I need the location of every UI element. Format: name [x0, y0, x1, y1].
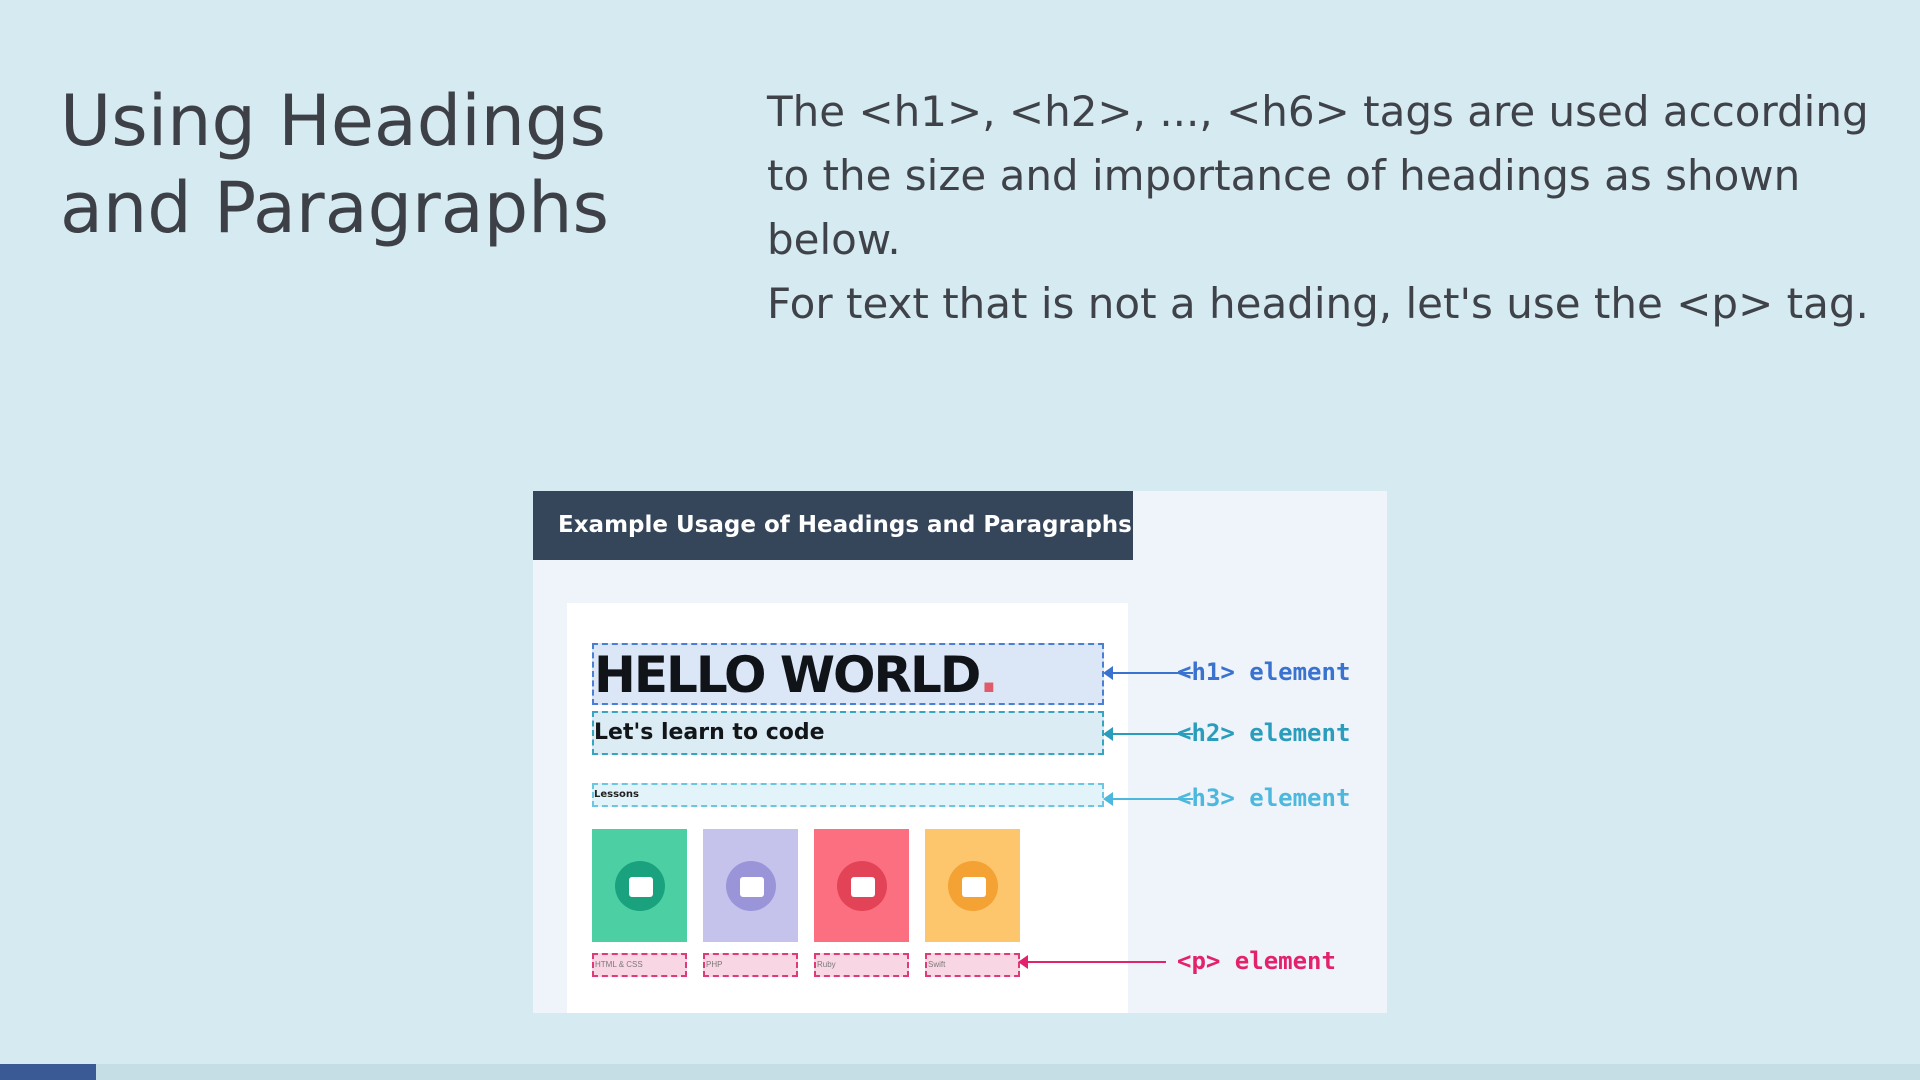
- h1-example-text: HELLO WORLD.: [594, 646, 998, 704]
- body-paragraph-p-tag: For text that is not a heading, let's us…: [767, 279, 1869, 328]
- slide-progress-bar: [0, 1064, 1920, 1080]
- p-arrow-head-icon: [1018, 955, 1028, 969]
- lesson-label-html-css: HTML & CSS: [592, 953, 687, 977]
- h2-annotation: <h2> element: [1177, 719, 1351, 747]
- example-figure: Example Usage of Headings and Paragraphs…: [533, 491, 1387, 1013]
- lesson-card-php: [703, 829, 798, 942]
- h3-arrow-line: [1111, 798, 1193, 800]
- lesson-card-swift: [925, 829, 1020, 942]
- lesson-icon-ruby: [837, 861, 887, 911]
- slide-progress-fill: [0, 1064, 96, 1080]
- browser-window-icon: [740, 877, 764, 897]
- slide-title: Using Headings and Paragraphs: [60, 80, 609, 249]
- browser-window-icon: [851, 877, 875, 897]
- lesson-label-ruby: Ruby: [814, 953, 909, 977]
- h2-example-text: Let's learn to code: [594, 720, 825, 745]
- body-paragraph-headings: The <h1>, <h2>, ..., <h6> tags are used …: [767, 87, 1869, 264]
- h1-text: HELLO WORLD: [594, 646, 981, 704]
- h1-annotation: <h1> element: [1177, 658, 1351, 686]
- h3-annotation: <h3> element: [1177, 784, 1351, 812]
- h3-example-text: Lessons: [594, 789, 639, 800]
- p-annotation: <p> element: [1177, 947, 1336, 975]
- h2-arrow-line: [1111, 733, 1193, 735]
- lesson-card-ruby: [814, 829, 909, 942]
- slide-body: The <h1>, <h2>, ..., <h6> tags are used …: [767, 80, 1877, 336]
- h3-box: Lessons: [592, 783, 1104, 807]
- h1-box: HELLO WORLD.: [592, 643, 1104, 705]
- h2-arrow-head-icon: [1103, 727, 1113, 741]
- h3-arrow-head-icon: [1103, 792, 1113, 806]
- lesson-label-swift: Swift: [925, 953, 1020, 977]
- lesson-card-html-css: [592, 829, 687, 942]
- h2-box: Let's learn to code: [592, 711, 1104, 755]
- h1-arrow-head-icon: [1103, 666, 1113, 680]
- example-header: Example Usage of Headings and Paragraphs: [533, 491, 1133, 560]
- lesson-label-php: PHP: [703, 953, 798, 977]
- example-page-card: HELLO WORLD. Let's learn to code Lessons…: [567, 603, 1128, 1013]
- h1-dot: .: [979, 646, 998, 704]
- p-arrow-line: [1026, 961, 1166, 963]
- h1-arrow-line: [1111, 672, 1193, 674]
- lesson-icon-html-css: [615, 861, 665, 911]
- browser-window-icon: [962, 877, 986, 897]
- browser-window-icon: [629, 877, 653, 897]
- lesson-icon-php: [726, 861, 776, 911]
- lesson-icon-swift: [948, 861, 998, 911]
